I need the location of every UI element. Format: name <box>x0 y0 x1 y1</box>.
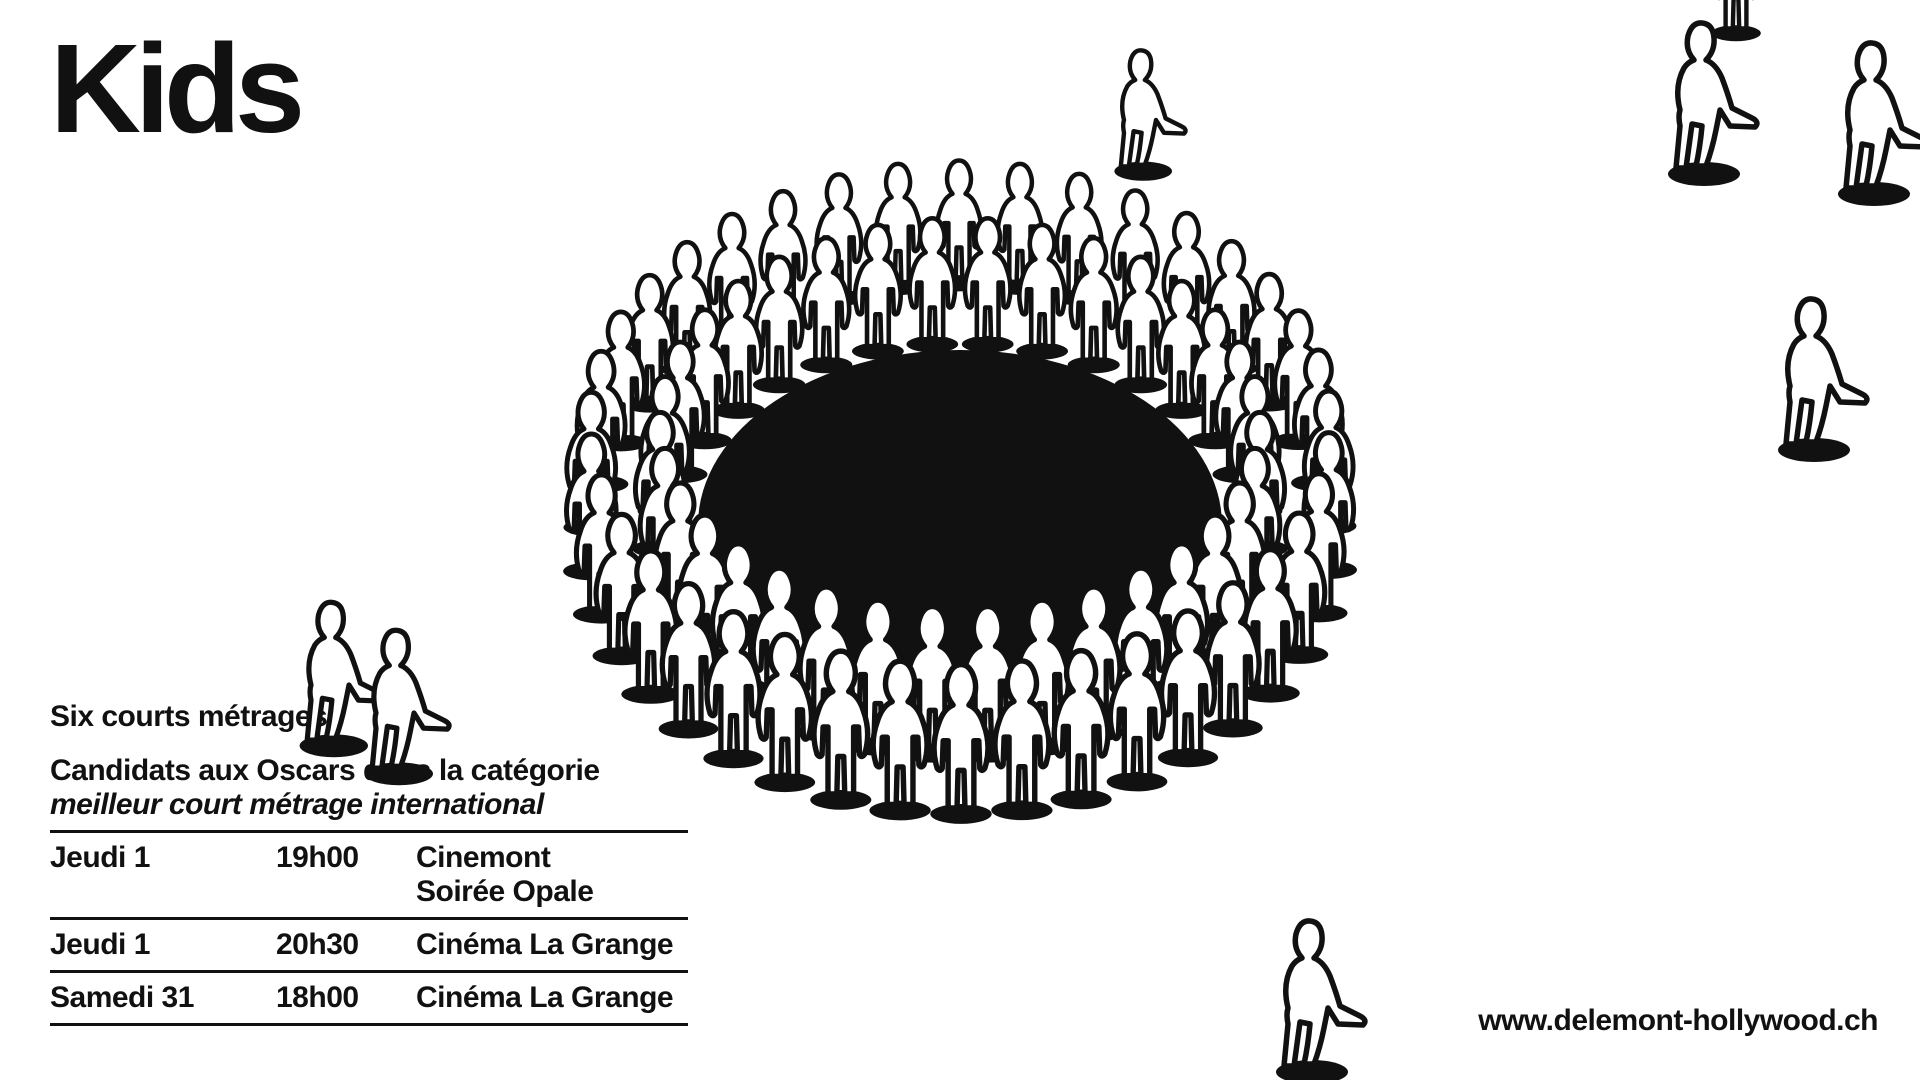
website-url[interactable]: www.delemont-hollywood.ch <box>1478 1004 1878 1037</box>
event-info: Six courts métrages Candidats aux Oscars… <box>50 700 688 1026</box>
page-title: Kids <box>50 18 305 159</box>
description-line-1: Candidats aux Oscars dans la catégorie <box>50 754 600 787</box>
schedule-time: 18h00 <box>276 981 359 1014</box>
schedule-time: 20h30 <box>276 928 359 961</box>
schedule-place: Cinemont Soirée Opale <box>416 841 688 909</box>
schedule-row: Samedi 31 18h00 Cinéma La Grange <box>50 973 688 1026</box>
schedule-venue: Cinemont <box>416 841 551 874</box>
subtitle: Six courts métrages <box>50 700 328 733</box>
description-line-2: meilleur court métrage international <box>50 788 544 821</box>
schedule-place: Cinéma La Grange <box>416 981 688 1015</box>
schedule-venue: Cinéma La Grange <box>416 928 674 961</box>
schedule-note: Soirée Opale <box>416 875 594 908</box>
schedule-day: Jeudi 1 <box>50 841 150 874</box>
schedule-day: Samedi 31 <box>50 981 194 1014</box>
schedule-day: Jeudi 1 <box>50 928 150 961</box>
description: Candidats aux Oscars dans la catégorie m… <box>50 754 688 822</box>
schedule-row: Jeudi 1 19h00 Cinemont Soirée Opale <box>50 833 688 920</box>
schedule-time: 19h00 <box>276 841 359 874</box>
schedule-venue: Cinéma La Grange <box>416 981 674 1014</box>
schedule-row: Jeudi 1 20h30 Cinéma La Grange <box>50 920 688 973</box>
schedule-table: Jeudi 1 19h00 Cinemont Soirée Opale Jeud… <box>50 830 688 1026</box>
schedule-place: Cinéma La Grange <box>416 928 688 962</box>
